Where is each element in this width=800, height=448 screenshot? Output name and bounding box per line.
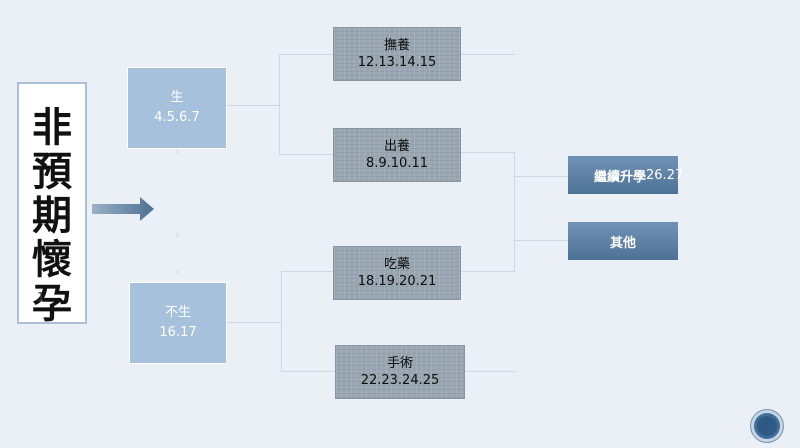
option-raise-label: 撫養 — [383, 38, 410, 53]
option-medication-label: 吃藥 — [383, 257, 410, 272]
nav-circle-icon — [757, 416, 777, 436]
outcome-other-label: 其他 — [609, 235, 636, 251]
option-surgery-pages: 22.23.24.25 — [360, 373, 440, 388]
branch-birth-label: 生 — [170, 90, 184, 105]
option-raise-pages: 12.13.14.15 — [357, 55, 437, 70]
option-surgery[interactable]: 手術 22.23.24.25 — [335, 345, 465, 399]
option-raise[interactable]: 撫養 12.13.14.15 — [333, 27, 461, 81]
branch-no-birth[interactable]: 不生 16.17 — [129, 282, 227, 364]
option-medication-pages: 18.19.20.21 — [357, 274, 437, 289]
page-title: 非 預 期 懷 孕 — [32, 104, 72, 327]
title-box: 非 預 期 懷 孕 1 — [17, 82, 87, 327]
outcome-continue-school-label: 繼續升學 — [594, 169, 647, 185]
title-number: 1 — [37, 290, 45, 304]
connector-line — [177, 150, 178, 154]
connector-line — [279, 154, 333, 155]
option-adopt-out-pages: 8.9.10.11 — [365, 156, 429, 171]
option-adopt-out-label: 出養 — [383, 139, 410, 154]
connector-line — [177, 233, 178, 237]
connector-line — [227, 322, 281, 323]
connector-line — [281, 371, 335, 372]
connector-line — [465, 371, 515, 372]
connector-line — [177, 270, 178, 274]
outcome-continue-school-pages: 26.27 — [646, 167, 684, 183]
option-adopt-out[interactable]: 出養 8.9.10.11 — [333, 128, 461, 182]
connector-line — [279, 54, 280, 154]
branch-birth[interactable]: 生 4.5.6.7 — [127, 67, 227, 149]
connector-line — [461, 271, 515, 272]
connector-line — [227, 105, 279, 106]
branch-no-birth-label: 不生 — [164, 305, 191, 320]
nav-button[interactable] — [751, 410, 783, 442]
connector-line — [514, 176, 568, 177]
connector-line — [514, 152, 515, 271]
option-medication[interactable]: 吃藥 18.19.20.21 — [333, 246, 461, 300]
right-arrow-icon — [92, 197, 154, 221]
branch-birth-pages: 4.5.6.7 — [154, 110, 200, 125]
outcome-other[interactable]: 其他 — [568, 222, 678, 260]
option-surgery-label: 手術 — [386, 356, 413, 371]
connector-line — [514, 240, 568, 241]
connector-line — [281, 271, 282, 371]
branch-no-birth-pages: 16.17 — [159, 325, 197, 340]
connector-line — [281, 271, 333, 272]
connector-line — [279, 54, 333, 55]
connector-line — [461, 54, 515, 55]
outcome-continue-school[interactable]: 繼續升學 26.27 — [568, 156, 683, 194]
connector-line — [461, 152, 515, 153]
